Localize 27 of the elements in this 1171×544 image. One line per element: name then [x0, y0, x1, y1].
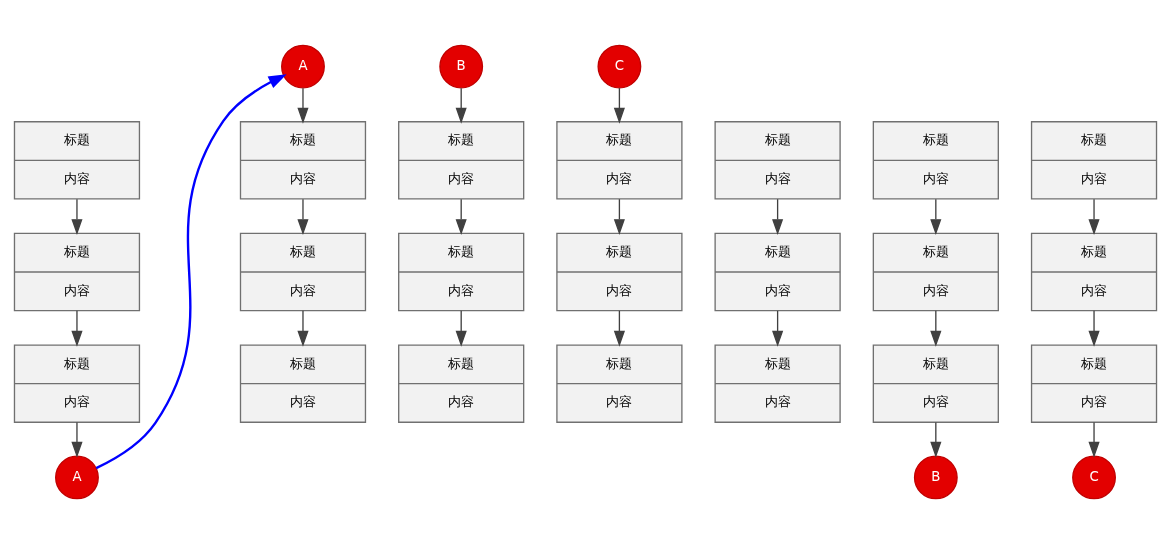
arrow — [455, 310, 467, 347]
arrow — [297, 310, 309, 347]
arrow — [455, 198, 467, 236]
arrow — [772, 198, 784, 236]
arrow — [613, 198, 625, 236]
node-circle: C — [597, 44, 642, 89]
arrow — [930, 421, 942, 458]
arrow — [930, 310, 942, 347]
arrow — [772, 310, 784, 347]
arrow — [71, 198, 83, 236]
arrow — [71, 310, 83, 347]
arrow — [297, 87, 309, 124]
node-circle: A — [281, 44, 325, 89]
arrow — [455, 87, 467, 124]
arrow — [1088, 310, 1100, 347]
node-circle: C — [1072, 455, 1116, 500]
node-circle: B — [439, 44, 484, 89]
node-circle: A — [55, 455, 99, 500]
arrow — [930, 198, 942, 236]
arrow — [95, 74, 287, 470]
node-circle: B — [913, 455, 958, 500]
arrow — [613, 310, 625, 347]
arrow — [297, 198, 309, 236]
arrow — [613, 87, 625, 124]
arrow — [71, 421, 83, 458]
arrow — [1088, 421, 1100, 458]
arrow — [1088, 198, 1100, 236]
